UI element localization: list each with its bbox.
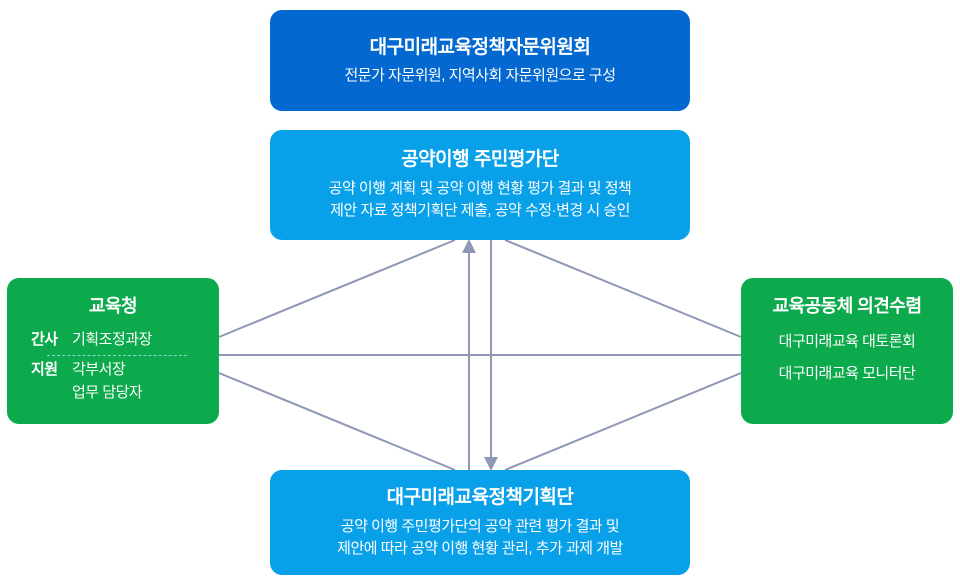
- office-row-label: 간사: [31, 331, 58, 348]
- advisory-committee-title: 대구미래교육정책자문위원회: [369, 36, 591, 58]
- office-row-value: 각부서장: [72, 361, 126, 378]
- office-row-divider: [47, 355, 187, 356]
- advisory-committee-box: 대구미래교육정책자문위원회 전문가 자문위원, 지역사회 자문위원으로 구성: [270, 10, 690, 111]
- planning-group-title: 대구미래교육정책기획단: [386, 486, 574, 508]
- evaluation-group-title: 공약이행 주민평가단: [401, 149, 559, 170]
- community-opinion-items: 대구미래교육 대토론회 대구미래교육 모니터단: [779, 332, 916, 384]
- evaluation-group-desc-line1: 공약 이행 계획 및 공약 이행 현황 평가 결과 및 정책: [328, 180, 632, 197]
- community-opinion-title: 교육공동체 의견수렴: [772, 296, 922, 316]
- connector-office-to-planning: [218, 372, 456, 471]
- evaluation-group-box: 공약이행 주민평가단 공약 이행 계획 및 공약 이행 현황 평가 결과 및 정…: [270, 130, 690, 240]
- community-item-forum: 대구미래교육 대토론회: [778, 333, 916, 350]
- planning-group-desc-line1: 공약 이행 주민평가단의 공약 관련 평가 결과 및: [340, 517, 620, 535]
- planning-group-box: 대구미래교육정책기획단 공약 이행 주민평가단의 공약 관련 평가 결과 및 제…: [270, 470, 690, 575]
- office-row-label: 지원: [31, 361, 58, 378]
- community-opinion-box: 교육공동체 의견수렴 대구미래교육 대토론회 대구미래교육 모니터단: [741, 278, 953, 424]
- office-row-secretary: 간사 기획조정과장: [31, 330, 203, 350]
- office-row-value: 업무 담당자: [72, 384, 143, 401]
- office-row-staff: 업무 담당자: [31, 383, 203, 403]
- education-office-box: 교육청 간사 기획조정과장 지원 각부서장 업무 담당자: [7, 278, 219, 424]
- planning-group-desc-line2: 제안에 따라 공약 이행 현황 관리, 추가 과제 개발: [337, 539, 623, 557]
- evaluation-group-desc-line2: 제안 자료 정책기획단 제출, 공약 수정·변경 시 승인: [330, 202, 630, 219]
- education-office-title: 교육청: [88, 296, 138, 316]
- arrow-up-icon: [462, 239, 476, 253]
- connector-planning-to-community: [504, 372, 742, 471]
- office-row-label: [31, 383, 72, 403]
- office-row-support: 지원 각부서장: [31, 360, 203, 380]
- connector-evaluation-to-community: [504, 239, 742, 338]
- connector-office-to-evaluation: [218, 239, 456, 338]
- arrow-down-icon: [484, 457, 498, 471]
- office-row-value: 기획조정과장: [72, 331, 152, 348]
- education-office-rows: 간사 기획조정과장 지원 각부서장 업무 담당자: [7, 330, 219, 403]
- advisory-committee-desc: 전문가 자문위원, 지역사회 자문위원으로 구성: [344, 66, 616, 84]
- community-item-monitor: 대구미래교육 모니터단: [778, 365, 916, 382]
